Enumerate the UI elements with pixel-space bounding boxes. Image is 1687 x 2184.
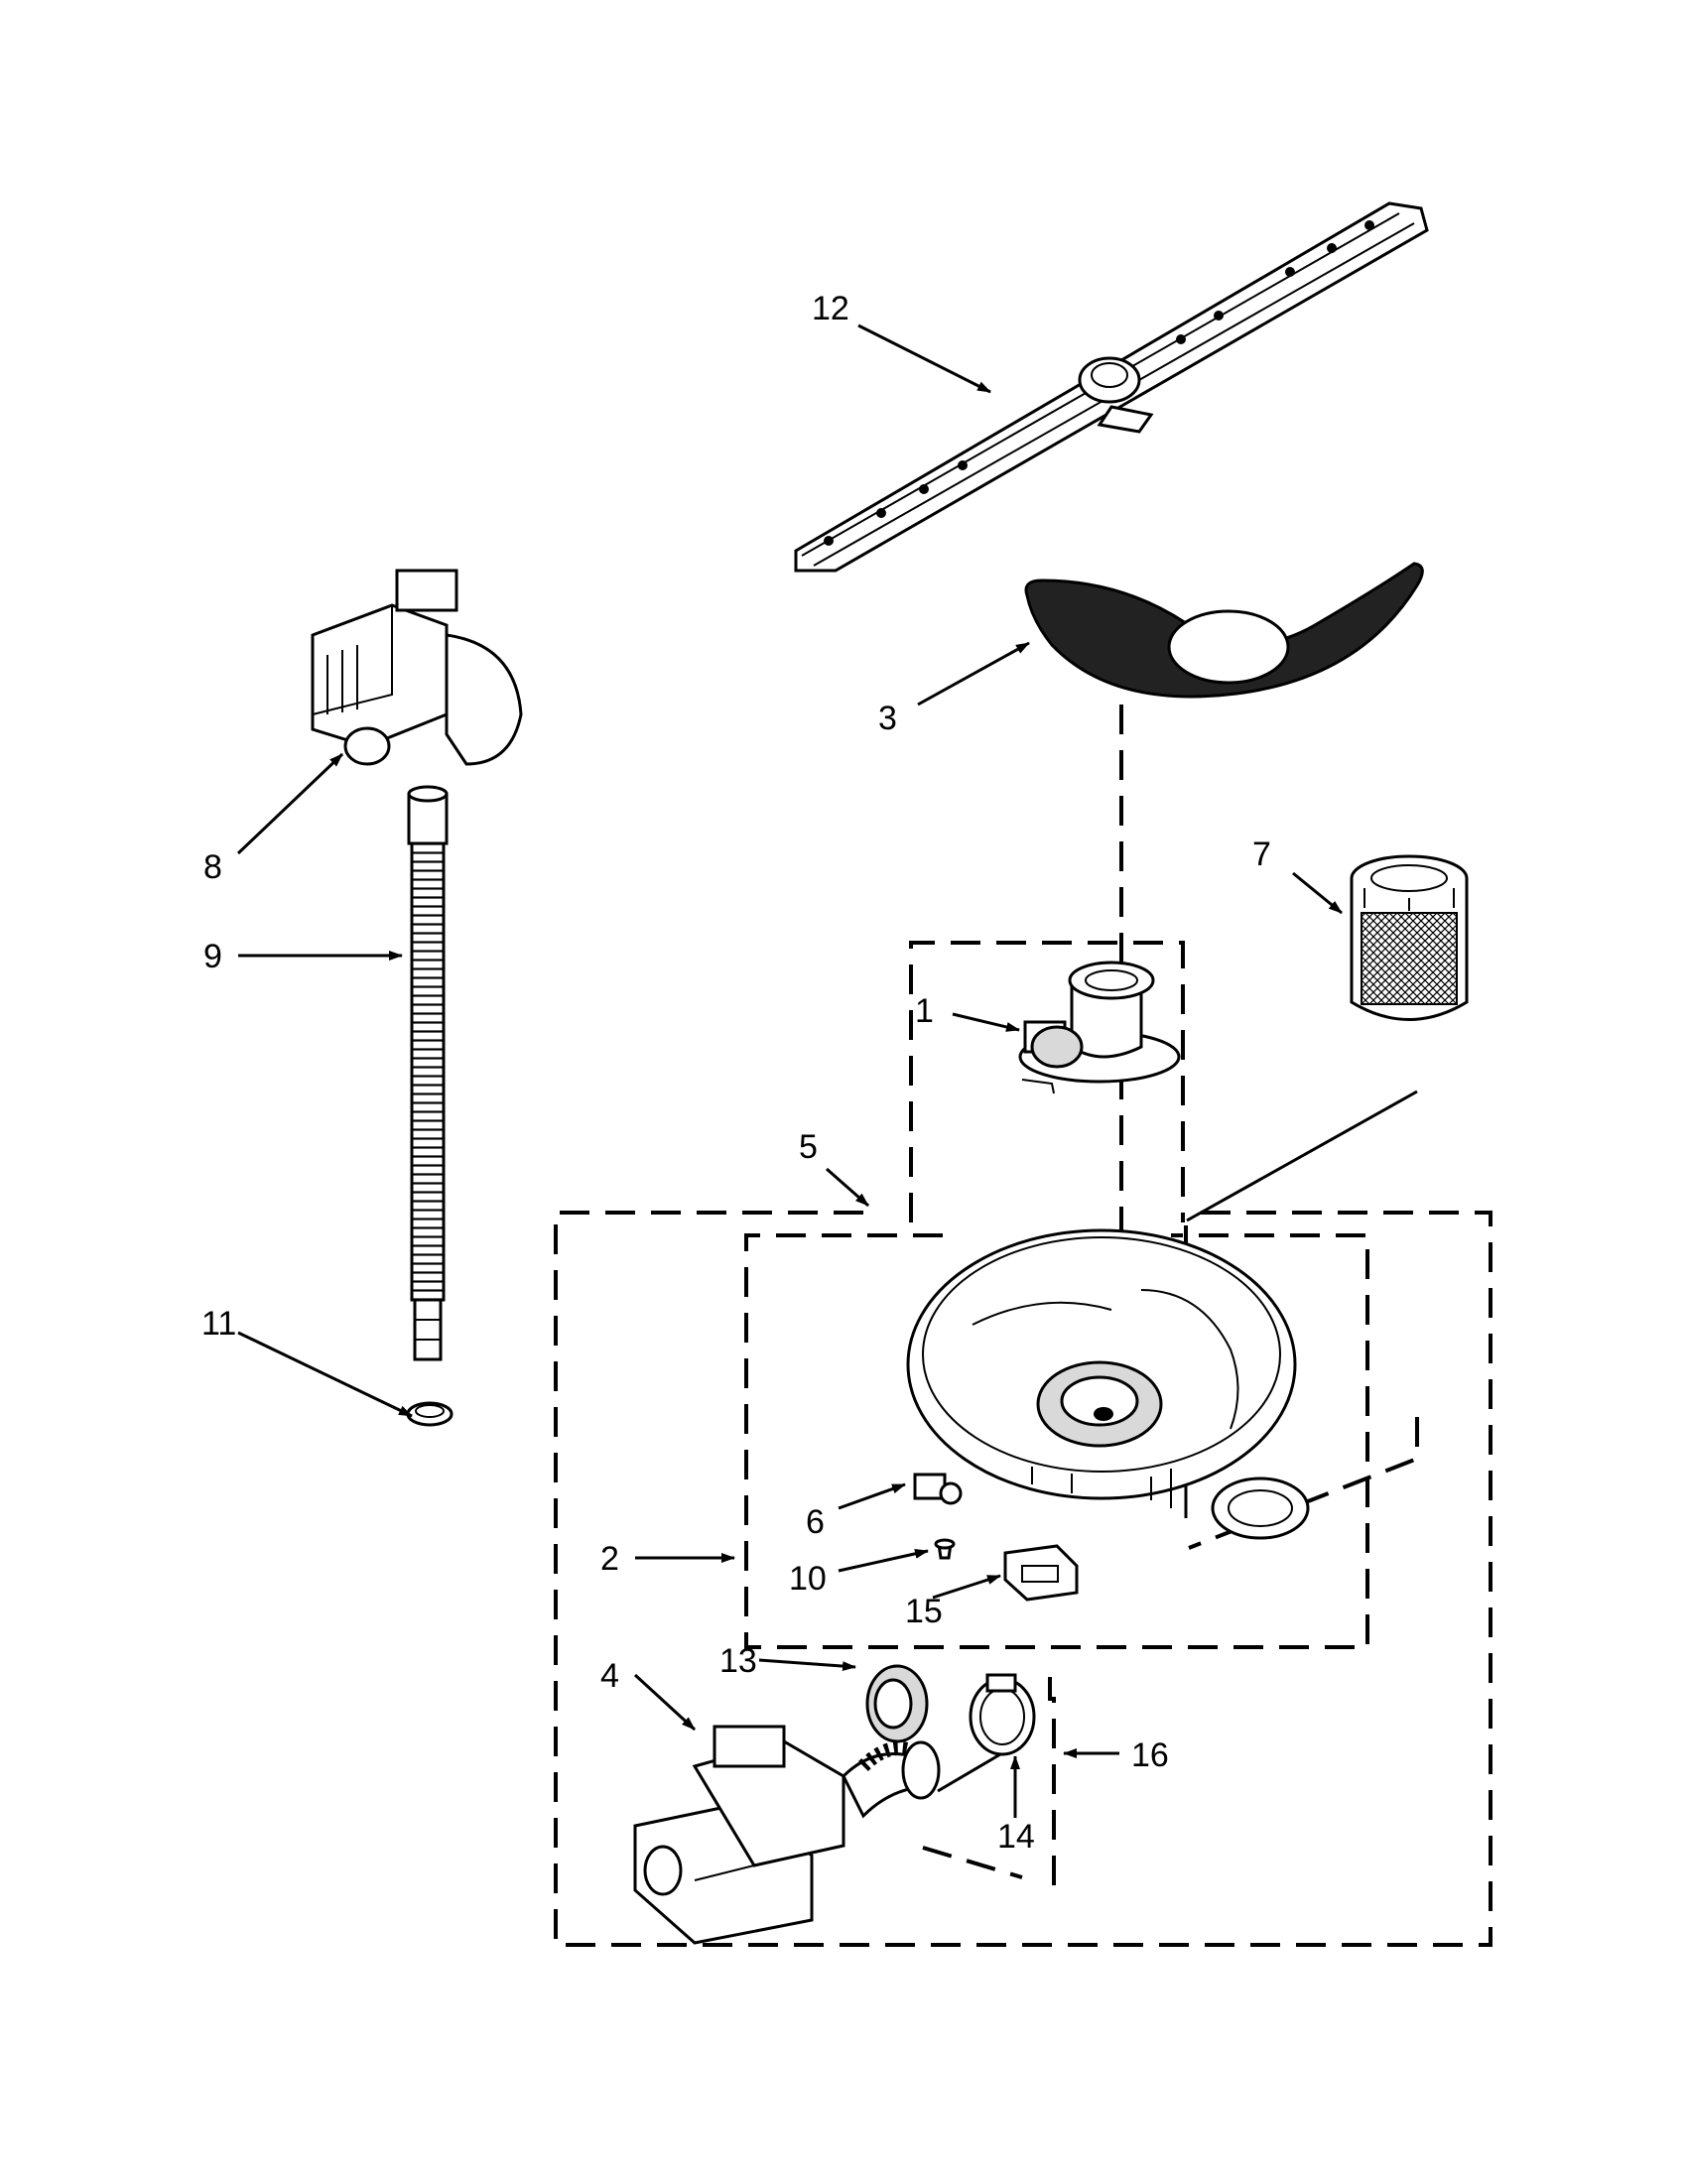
hose-clamp <box>969 1673 1036 1756</box>
leader-11 <box>237 1331 413 1418</box>
diverter-assembly <box>1018 961 1181 1094</box>
leader-12 <box>857 323 991 394</box>
screw <box>934 1538 956 1560</box>
callout-arrows <box>236 323 1343 1818</box>
callout-10: 10 <box>789 1560 827 1598</box>
callout-7: 7 <box>1252 835 1271 873</box>
leader-5 <box>826 1167 869 1208</box>
callout-5: 5 <box>799 1128 818 1166</box>
drain-hose <box>407 785 449 1361</box>
callout-8: 8 <box>203 848 222 886</box>
assembly-outline-2 <box>744 1233 1369 1649</box>
leader-8 <box>236 752 344 855</box>
callout-11: 11 <box>201 1305 236 1343</box>
leader-7 <box>1292 871 1343 915</box>
leader-3 <box>917 641 1030 707</box>
assembly-outline-1 <box>909 941 1185 1222</box>
spray-arm <box>794 201 1429 573</box>
callout-16: 16 <box>1131 1736 1169 1774</box>
callout-6: 6 <box>806 1503 825 1541</box>
leader-15 <box>932 1574 1001 1600</box>
callout-1: 1 <box>915 992 934 1030</box>
callout-15: 15 <box>905 1593 943 1630</box>
filter-cylinder <box>1350 854 1469 1021</box>
assembly-outline-16 <box>922 1677 1056 1889</box>
sensor-part <box>913 1473 963 1505</box>
leader-1 <box>952 1012 1020 1032</box>
callout-12: 12 <box>812 290 849 327</box>
seal-ring <box>865 1664 929 1743</box>
callout-2: 2 <box>600 1540 619 1578</box>
callout-labels: 12 3 7 1 8 9 11 5 6 10 2 15 13 4 14 16 <box>201 290 1271 1856</box>
pump-motor <box>633 1725 941 1945</box>
callout-9: 9 <box>203 938 222 975</box>
leader-4 <box>633 1673 697 1732</box>
callout-4: 4 <box>600 1657 619 1695</box>
callout-3: 3 <box>878 700 897 737</box>
leader-10 <box>838 1548 929 1573</box>
drain-pump <box>311 569 523 766</box>
small-block <box>1003 1544 1079 1602</box>
assembly-outline-5 <box>554 1211 1492 1947</box>
callout-14: 14 <box>997 1818 1035 1856</box>
sump-housing <box>906 1228 1310 1540</box>
leader-13 <box>758 1658 856 1672</box>
callout-13: 13 <box>719 1642 757 1680</box>
drain-hose-clamp <box>406 1401 454 1427</box>
leader-6 <box>838 1482 906 1510</box>
spray-shield <box>1024 562 1424 699</box>
